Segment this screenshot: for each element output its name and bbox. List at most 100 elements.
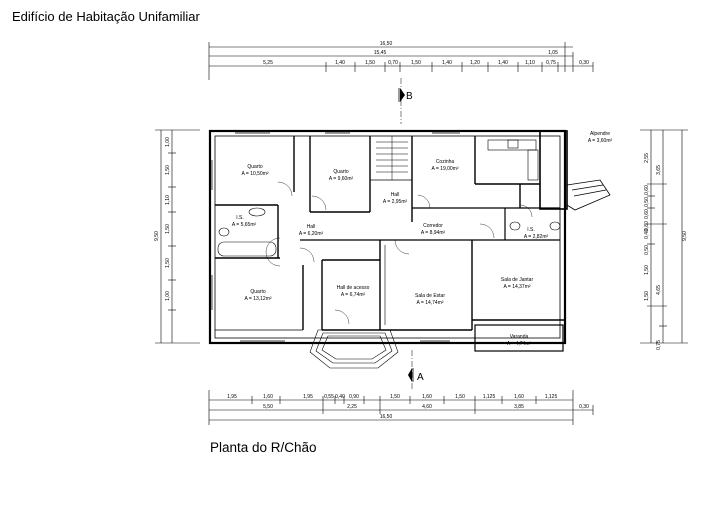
dim-bottom-row2-3: 3,85 xyxy=(514,404,524,410)
room-name-quarto-3: Quarto xyxy=(250,289,266,295)
dim-top-row3-5: 1,40 xyxy=(442,60,452,66)
dim-bottom-row1-3: 0,55 xyxy=(324,394,334,400)
dim-bottom-row1-8: 1,50 xyxy=(455,394,465,400)
right-dimension-chains xyxy=(640,129,688,344)
room-labels: Quarto A = 10,50m² Quarto A = 9,60m² Coz… xyxy=(232,131,613,347)
room-area-hall-1: A = 2,95m² xyxy=(383,199,408,205)
room-name-varanda: Varanda xyxy=(510,334,529,340)
dim-right-first-1: 0,40 xyxy=(644,229,650,239)
outside-stairs xyxy=(566,179,611,211)
dim-top-row2-0: 15,45 xyxy=(374,50,387,56)
dim-left-seg-0: 1,00 xyxy=(165,137,171,147)
kitchen-counters xyxy=(487,139,539,181)
room-name-quarto-2: Quarto xyxy=(333,169,349,175)
room-name-is-1: I.S. xyxy=(236,215,244,221)
dim-bottom-row2-2: 4,60 xyxy=(422,404,432,410)
room-name-hall-1: Hall xyxy=(391,192,400,198)
dim-bottom-row2-4: 0,30 xyxy=(579,404,589,410)
dim-bottom-row1-0: 1,95 xyxy=(227,394,237,400)
dim-left-seg-2: 1,10 xyxy=(165,195,171,205)
dim-top-row3-10: 0,30 xyxy=(579,60,589,66)
room-name-hall-2: Hall xyxy=(307,224,316,230)
section-mark-b: B xyxy=(398,78,413,124)
dim-top-row2-1: 1,05 xyxy=(548,50,558,56)
dim-bottom-row1-6: 1,50 xyxy=(390,394,400,400)
document-title: Edifício de Habitação Unifamiliar xyxy=(12,9,200,24)
room-name-alpendre: Alpendre xyxy=(590,131,610,137)
dim-top-row3-9: 0,75 xyxy=(546,60,556,66)
bathroom-fixtures xyxy=(217,207,561,257)
dim-bottom-row1-2: 1,95 xyxy=(303,394,313,400)
section-label-a: A xyxy=(417,372,424,383)
room-name-sala-jantar: Sala de Jantar xyxy=(501,277,534,283)
room-area-corredor: A = 8,94m² xyxy=(421,230,446,236)
stairs xyxy=(376,136,408,180)
dim-bottom-row1-10: 1,60 xyxy=(514,394,524,400)
entry-steps xyxy=(309,329,399,369)
room-name-corredor: Corredor xyxy=(423,223,443,229)
dim-right-first-2: 0,50 xyxy=(644,245,650,255)
dim-left-overall: 9,50 xyxy=(154,231,160,241)
room-area-alpendre: A = 3,60m² xyxy=(588,138,613,144)
dim-top-row3-4: 1,50 xyxy=(411,60,421,66)
room-name-hall-acesso: Hall de acesso xyxy=(337,285,370,291)
dim-bottom-row1-9: 1,125 xyxy=(483,394,496,400)
room-area-quarto-1: A = 10,50m² xyxy=(241,171,268,177)
dim-right-group-2: 0,75 xyxy=(656,340,662,350)
dim-right-seg-5: 1,50 xyxy=(644,291,650,301)
dim-top-row3-8: 1,10 xyxy=(525,60,535,66)
dim-top-row3-7: 1,40 xyxy=(498,60,508,66)
room-name-quarto-1: Quarto xyxy=(247,164,263,170)
room-area-quarto-2: A = 9,60m² xyxy=(329,176,354,182)
room-area-quarto-3: A = 13,12m² xyxy=(244,296,271,302)
section-label-b: B xyxy=(406,91,413,102)
dim-right-group-0: 3,65 xyxy=(656,165,662,175)
dim-bottom-row1-1: 1,60 xyxy=(263,394,273,400)
dim-top-row3-6: 1,20 xyxy=(470,60,480,66)
dim-left-seg-5: 1,00 xyxy=(165,291,171,301)
top-dimension-chains xyxy=(208,42,594,80)
dim-top-row3-2: 1,50 xyxy=(365,60,375,66)
dim-bottom-row1-4: 0,40 xyxy=(335,394,345,400)
room-area-is-2: A = 2,82m² xyxy=(524,234,549,240)
dim-top-row3-0: 5,25 xyxy=(263,60,273,66)
dim-right-seg-4: 0,80 xyxy=(644,221,650,231)
dim-top-row3-1: 1,40 xyxy=(335,60,345,66)
room-area-cozinha: A = 19,00m² xyxy=(431,166,458,172)
dim-bottom-overall: 16,50 xyxy=(380,414,393,420)
dim-right-seg-0: 2,55 xyxy=(644,153,650,163)
dim-bottom-row1-5: 0,90 xyxy=(349,394,359,400)
room-area-hall-2: A = 6,20m² xyxy=(299,231,324,237)
dim-bottom-row2-1: 2,25 xyxy=(347,404,357,410)
dim-bottom-row1-11: 1,125 xyxy=(545,394,558,400)
room-area-varanda: A = 4,74m² xyxy=(507,341,532,347)
dim-right-seg-1: 0,50 xyxy=(644,197,650,207)
section-mark-a: A xyxy=(408,350,424,390)
windows xyxy=(209,130,460,344)
room-name-sala-estar: Sala de Estar xyxy=(415,293,445,299)
dim-right-seg-3: 1,50 xyxy=(644,265,650,275)
dim-top-overall: 16,50 xyxy=(380,41,393,47)
room-area-sala-jantar: A = 14,37m² xyxy=(503,284,530,290)
room-name-cozinha: Cozinha xyxy=(436,159,455,165)
plan-caption: Planta do R/Chão xyxy=(210,440,317,455)
door-swings xyxy=(265,181,533,325)
room-area-is-1: A = 5,65m² xyxy=(232,222,257,228)
dim-bottom-row1-7: 1,60 xyxy=(422,394,432,400)
dim-right-first-0: 0,60 xyxy=(644,185,650,195)
dim-right-group-1: 4,65 xyxy=(656,285,662,295)
dim-right-seg-2: 0,60 xyxy=(644,209,650,219)
dim-top-row3-3: 0,70 xyxy=(388,60,398,66)
dim-bottom-row2-0: 5,50 xyxy=(263,404,273,410)
building-walls xyxy=(208,129,568,352)
dim-left-seg-4: 1,50 xyxy=(165,258,171,268)
room-area-sala-estar: A = 14,74m² xyxy=(416,300,443,306)
dim-right-overall: 9,50 xyxy=(682,231,688,241)
room-area-hall-acesso: A = 6,74m² xyxy=(341,292,366,298)
dim-left-seg-3: 1,50 xyxy=(165,224,171,234)
dim-left-seg-1: 1,50 xyxy=(165,165,171,175)
bottom-dimension-chains xyxy=(208,390,594,425)
room-name-is-2: I.S. xyxy=(527,227,535,233)
left-dimension-chains xyxy=(155,129,200,344)
